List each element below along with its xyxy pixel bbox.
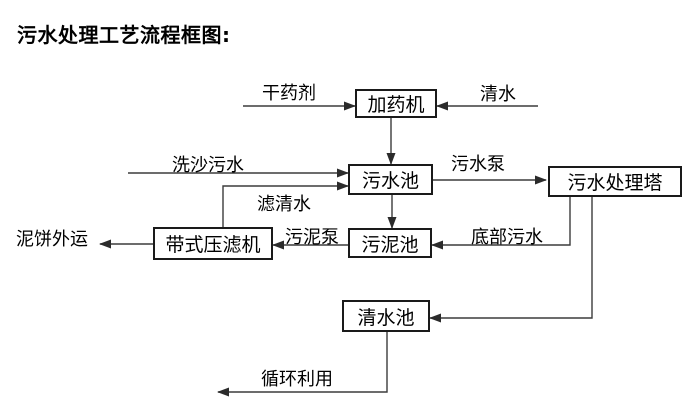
node-dosing-machine: 加药机 bbox=[355, 89, 437, 118]
edge-label-filtered-water: 滤清水 bbox=[257, 194, 311, 215]
edge-filtered-water-arrow bbox=[222, 181, 349, 227]
node-belt-filter-press: 带式压滤机 bbox=[153, 227, 273, 260]
edge-label-sludge-pump: 污泥泵 bbox=[285, 227, 339, 248]
node-sludge-pool: 污泥池 bbox=[348, 228, 432, 258]
edge-recycle-arrow bbox=[217, 332, 388, 397]
edge-bottom-sewage-arrow bbox=[431, 197, 571, 250]
edge-label-clear-water: 清水 bbox=[480, 84, 516, 105]
edge-label-bottom-sewage: 底部污水 bbox=[471, 227, 543, 248]
edge-label-dry-agent: 干药剂 bbox=[262, 83, 316, 104]
edge-label-sand-washing-sewage: 洗沙污水 bbox=[172, 155, 244, 176]
node-clean-water-pool: 清水池 bbox=[342, 300, 430, 332]
edge-label-sewage-pump: 污水泵 bbox=[451, 154, 505, 175]
node-sewage-pool: 污水池 bbox=[348, 164, 433, 195]
edge-tower-to-clean-arrow bbox=[429, 197, 593, 323]
page-title: 污水处理工艺流程框图: bbox=[17, 23, 231, 47]
edge-label-recycle: 循环利用 bbox=[261, 369, 333, 390]
edge-label-mud-cake-outbound: 泥饼外运 bbox=[16, 229, 88, 250]
node-sewage-treatment-tower: 污水处理塔 bbox=[548, 166, 682, 197]
